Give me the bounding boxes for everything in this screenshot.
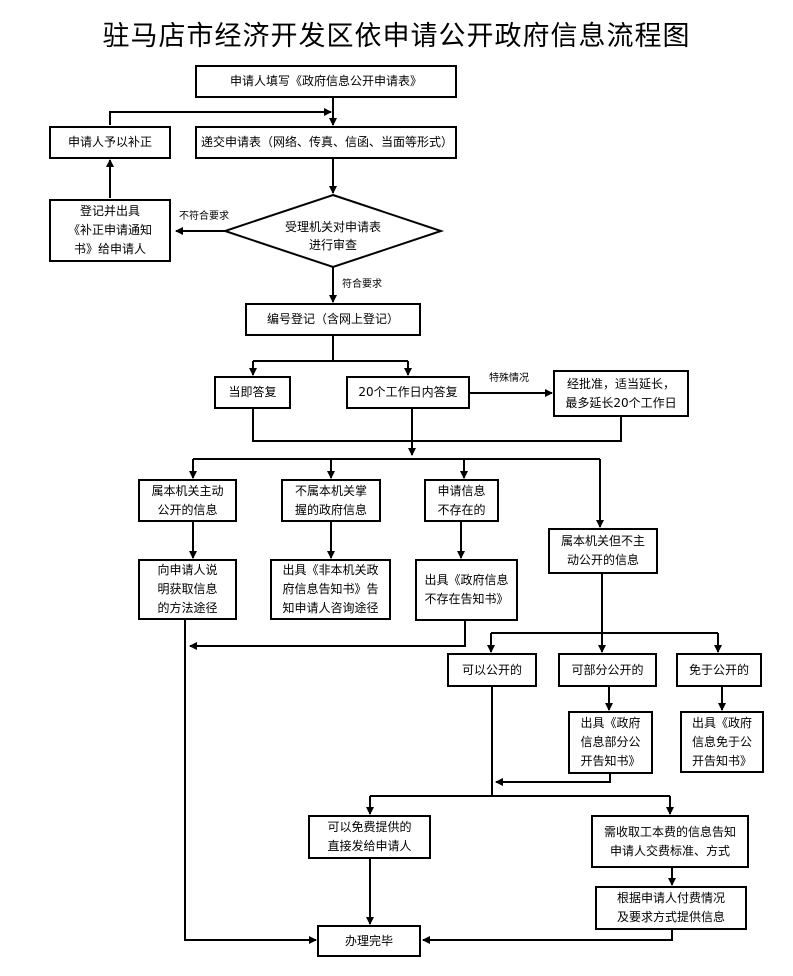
issue-partial-box: 出具《政府 信息部分公 开告知书》 — [568, 711, 653, 774]
free-provide-box: 可以免费提供的 直接发给申请人 — [308, 815, 431, 859]
provide-after-payment-box: 根据申请人付费情况 及要求方式提供信息 — [595, 886, 747, 930]
exempt-disclose-box: 免于公开的 — [676, 653, 762, 687]
extension-box: 经批准，适当延长， 最多延长20个工作日 — [553, 370, 689, 417]
can-disclose-box: 可以公开的 — [447, 653, 537, 687]
submit-form-box: 递交申请表（网络、传真、信函、当面等形式） — [195, 126, 457, 159]
explain-method-box: 向申请人说 明获取信息 的方法途径 — [138, 559, 237, 620]
edge-label-meet: 符合要求 — [342, 279, 382, 290]
not-active-public-box: 属本机关但不主 动公开的信息 — [548, 528, 658, 574]
page-title: 驻马店市经济开发区依申请公开政府信息流程图 — [102, 21, 691, 52]
edge-label-not-meet: 不符合要求 — [179, 211, 229, 222]
issue-exempt-box: 出具《政府 信息免于公 开告知书》 — [680, 711, 764, 773]
edge-label-special: 特殊情况 — [489, 373, 529, 384]
not-this-agency-box: 不属本机关掌 握的政府信息 — [281, 479, 381, 522]
partial-disclose-box: 可部分公开的 — [558, 653, 657, 687]
issue-not-exist-box: 出具《政府信息 不存在告知书》 — [415, 559, 518, 621]
review-decision: 受理机关对申请表 进行审查 — [284, 220, 381, 252]
supplement-box: 申请人予以补正 — [49, 126, 171, 159]
fill-form-box: 申请人填写《政府信息公开申请表》 — [195, 65, 457, 98]
done-box: 办理完毕 — [317, 925, 421, 957]
issue-not-this-agency-box: 出具《非本机关政 府信息告知书》告 知申请人咨询途径 — [270, 559, 391, 620]
not-exist-box: 申请信息 不存在的 — [424, 479, 499, 522]
active-public-box: 属本机关主动 公开的信息 — [138, 479, 237, 522]
register-box: 编号登记（含网上登记） — [245, 303, 421, 336]
issue-notice-box: 登记并出具 《补正申请通知 书》给申请人 — [49, 199, 171, 262]
fee-notice-box: 需收取工本费的信息告知 申请人交费标准、方式 — [591, 815, 749, 868]
reply-20-days-box: 20个工作日内答复 — [346, 376, 470, 409]
immediate-reply-box: 当即答复 — [214, 376, 291, 409]
